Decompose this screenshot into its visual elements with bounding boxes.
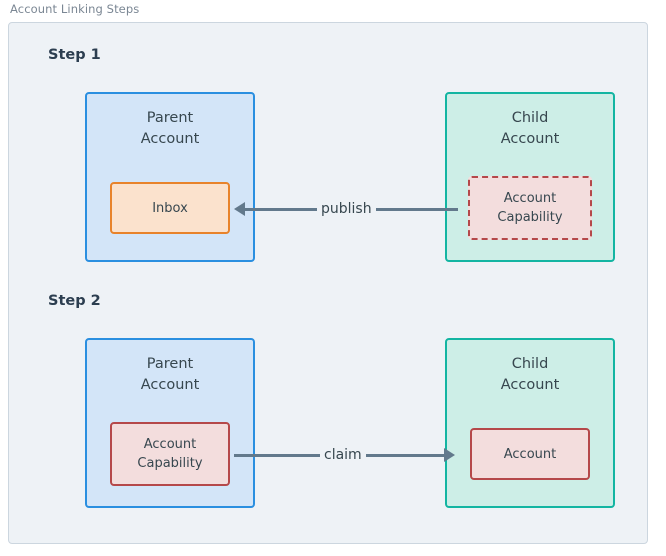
step-1-inbox-box[interactable]: Inbox [110, 182, 230, 234]
step-1-parent-account-title-line2: Account [140, 131, 200, 147]
publish-connector-line-left [245, 207, 317, 211]
step-2-parent-account-title-line1: Parent [146, 356, 194, 372]
step-1-parent-account-title: Parent Account [87, 108, 253, 150]
step-1-parent-account-box[interactable]: Parent Account [85, 92, 255, 262]
step-2-parent-account-title-line2: Account [140, 377, 200, 393]
step-1-label: Step 1 [48, 47, 101, 63]
step-1-account-capability-label-line1: Account [503, 191, 557, 206]
step-1-child-account-title-line2: Account [500, 131, 560, 147]
step-2-child-account-title: Child Account [447, 354, 613, 396]
step-2-label: Step 2 [48, 293, 101, 309]
step-1-parent-account-title-line1: Parent [146, 110, 194, 126]
step-2-parent-account-title: Parent Account [87, 354, 253, 396]
step-1-account-capability-box[interactable]: Account Capability [468, 176, 592, 240]
publish-connector: publish [234, 194, 472, 224]
arrow-left-icon [234, 202, 245, 216]
claim-connector-line-right [365, 453, 444, 457]
step-2-account-capability-box[interactable]: Account Capability [110, 422, 230, 486]
publish-connector-line-right [375, 207, 458, 211]
step-2-account-capability-label-line1: Account [143, 437, 197, 452]
step-1-account-capability-label-line2: Capability [497, 210, 563, 225]
step-1-child-account-title-line1: Child [511, 110, 549, 126]
claim-connector: claim [234, 440, 472, 470]
step-2-account-box[interactable]: Account [470, 428, 590, 480]
step-1-account-capability-label: Account Capability [497, 189, 562, 227]
step-2-account-capability-label: Account Capability [137, 435, 202, 473]
step-2-account-label-line1: Account [503, 446, 557, 462]
step-2-child-account-title-line2: Account [500, 377, 560, 393]
arrow-right-icon [443, 448, 455, 462]
diagram-title: Account Linking Steps [10, 2, 140, 16]
step-2-child-account-box[interactable]: Child Account [445, 338, 615, 508]
step-2-account-capability-label-line2: Capability [137, 456, 203, 471]
step-1-inbox-label: Inbox [152, 199, 188, 218]
publish-connector-label: publish [321, 201, 372, 217]
step-2-child-account-title-line1: Child [511, 356, 549, 372]
claim-connector-line-left [234, 453, 320, 457]
step-1-inbox-label-line1: Inbox [152, 200, 188, 216]
claim-connector-label: claim [324, 447, 362, 463]
step-2-account-label: Account [504, 445, 557, 464]
step-1-child-account-title: Child Account [447, 108, 613, 150]
